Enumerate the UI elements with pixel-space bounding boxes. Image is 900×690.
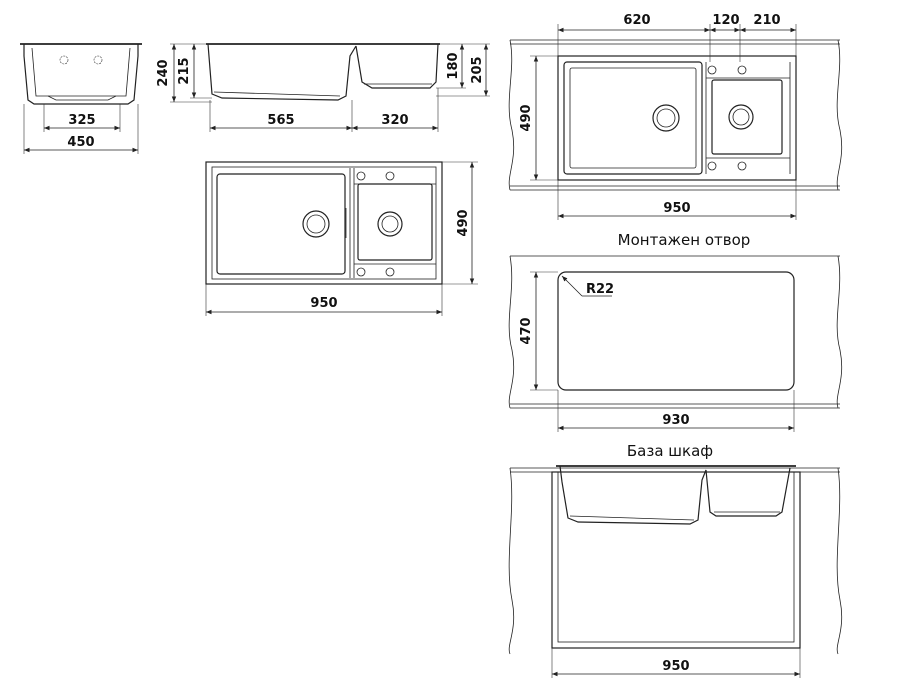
cutout-view: Монтажен отвор R22 470 930 bbox=[508, 231, 843, 432]
dim-side-inner: 325 bbox=[68, 113, 95, 128]
dim-cutout-width: 930 bbox=[662, 413, 689, 428]
dim-front-total-right: 205 bbox=[470, 56, 485, 83]
front-view: 240 215 180 205 565 320 bbox=[156, 43, 490, 132]
dim-front-small: 320 bbox=[381, 113, 408, 128]
dim-cutout-depth: 470 bbox=[519, 317, 534, 344]
dim-install-depth: 490 bbox=[519, 104, 534, 131]
dim-install-width: 950 bbox=[663, 201, 690, 216]
dim-top-depth: 490 bbox=[456, 209, 471, 236]
caption-cutout: Монтажен отвор bbox=[618, 231, 751, 249]
cutout-radius: R22 bbox=[586, 282, 614, 297]
dim-side-outer: 450 bbox=[67, 135, 94, 150]
install-view: 620 120 210 490 950 bbox=[508, 13, 843, 220]
dim-install-big: 620 bbox=[623, 13, 650, 28]
top-view: 490 950 bbox=[205, 161, 478, 316]
caption-cabinet: База шкаф bbox=[627, 442, 713, 460]
dim-cabinet-width: 950 bbox=[662, 659, 689, 674]
dim-install-mid: 120 bbox=[712, 13, 739, 28]
dim-front-big: 565 bbox=[267, 113, 294, 128]
cabinet-view: База шкаф 950 bbox=[508, 442, 843, 678]
dim-top-width: 950 bbox=[310, 296, 337, 311]
dim-front-total-left: 240 bbox=[156, 59, 171, 86]
dim-install-small: 210 bbox=[753, 13, 780, 28]
dim-front-bowl-left: 215 bbox=[177, 57, 192, 84]
dim-front-small-right: 180 bbox=[446, 52, 461, 79]
side-view: 325 450 bbox=[20, 43, 142, 154]
